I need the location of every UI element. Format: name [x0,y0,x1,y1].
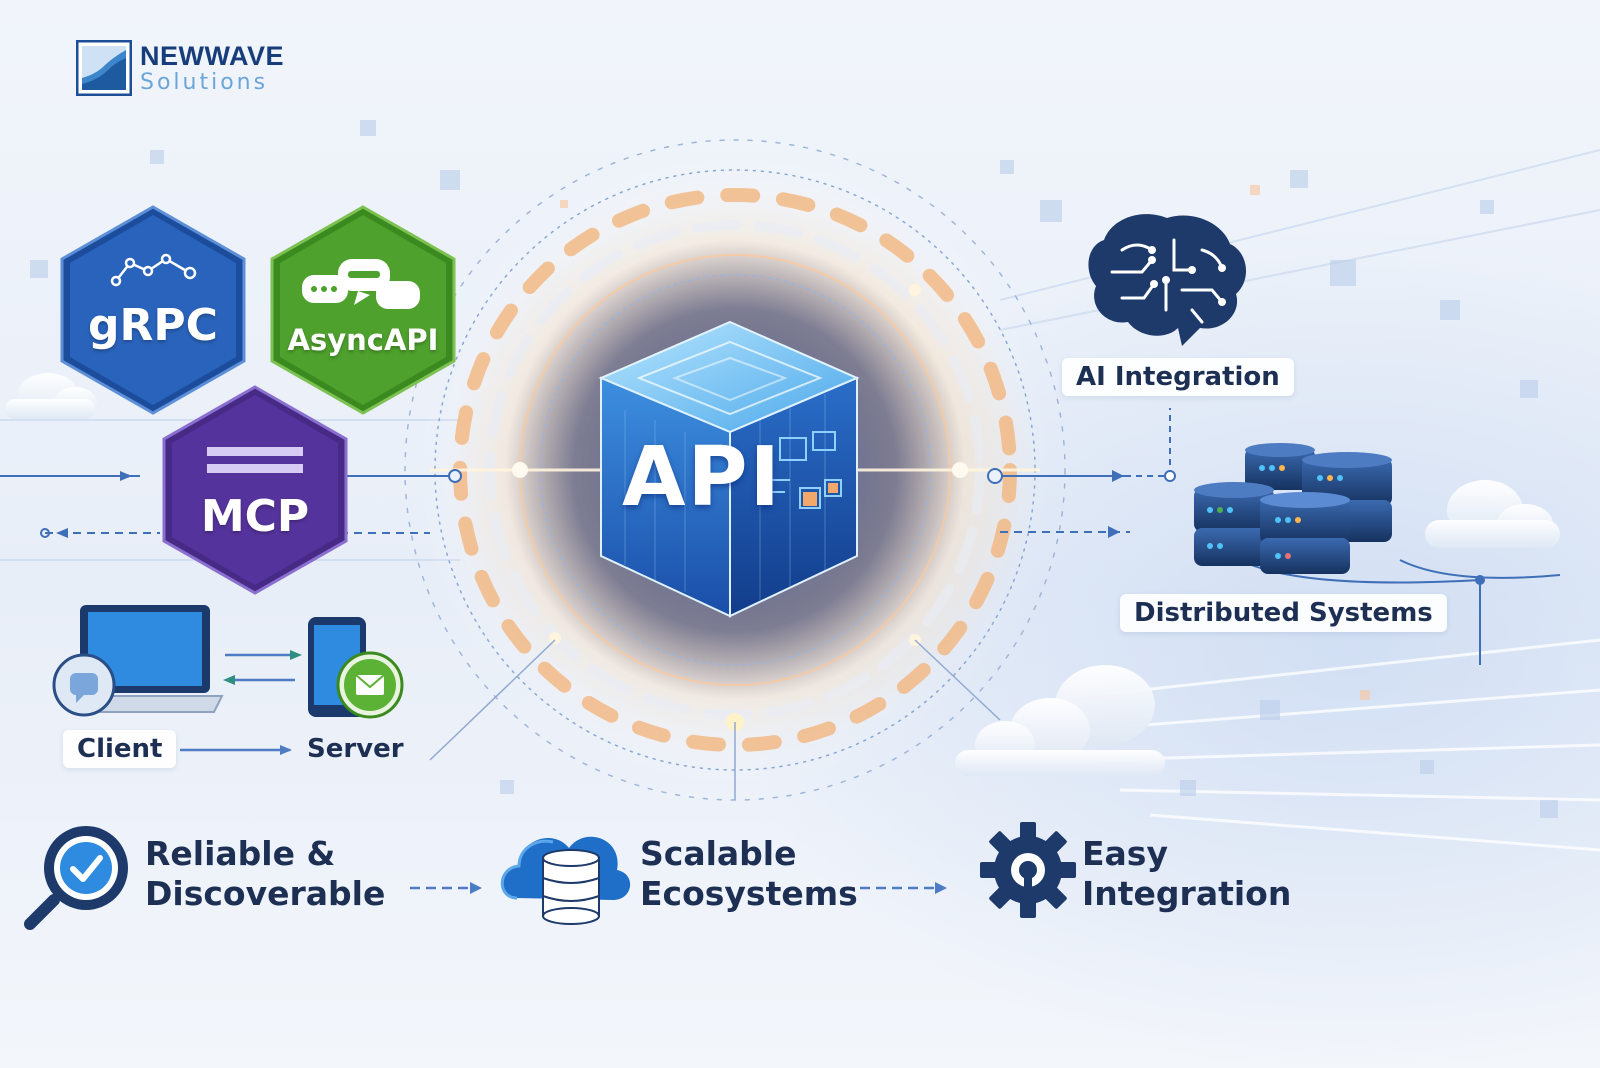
feature-easy-line2: Integration [1082,874,1292,913]
servers-icon [1194,443,1392,574]
magnifier-check-icon [24,826,128,930]
phone-icon [308,617,404,719]
feature-scalable-line2: Ecosystems [640,874,858,913]
feature-easy-integration: Easy Integration [1082,834,1291,914]
hex-grpc: gRPC [58,205,248,415]
feature-reliable: Reliable & Discoverable [145,834,385,914]
brain-icon [1088,214,1247,346]
menu-lines-icon [207,447,303,473]
api-label: API [622,430,783,525]
mcp-label: MCP [200,491,310,542]
hex-asyncapi: AsyncAPI [268,205,458,415]
feature-scalable-line1: Scalable [640,834,797,873]
cloud-database-icon [500,836,631,925]
feature-scalable: Scalable Ecosystems [640,834,858,914]
grpc-label: gRPC [88,300,218,351]
brand-logo: NEWWAVE Solutions [76,40,284,96]
hex-mcp: MCP [160,385,350,595]
brand-mark-icon [76,40,132,96]
ai-integration-label: AI Integration [1062,358,1294,396]
gear-icon [980,822,1076,918]
feature-reliable-line1: Reliable & [145,834,336,873]
client-label: Client [63,730,177,768]
chat-bubbles-icon [302,259,420,309]
brand-subtitle: Solutions [140,69,269,95]
brand-name: NEWWAVE [140,40,284,71]
distributed-systems-label: Distributed Systems [1120,594,1447,632]
feature-easy-line1: Easy [1082,834,1168,873]
server-label: Server [307,734,404,764]
feature-reliable-line2: Discoverable [145,874,386,913]
graph-icon [110,253,197,287]
asyncapi-label: AsyncAPI [287,323,439,357]
api-cube-icon [598,320,860,618]
laptop-icon [52,605,224,717]
